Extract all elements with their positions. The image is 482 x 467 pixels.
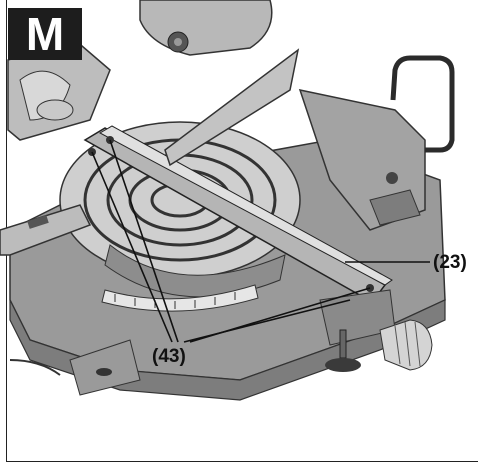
blade-guard <box>139 0 273 56</box>
clamp-knob <box>319 289 433 372</box>
left-extension <box>0 204 92 256</box>
leader-lines <box>91 139 430 343</box>
figure-label: M <box>8 8 82 60</box>
blade-plate <box>164 48 300 167</box>
base-feet <box>9 339 141 396</box>
right-extension <box>298 55 455 231</box>
callout-screws: (43) <box>152 346 186 367</box>
callout-fence: (23) <box>433 252 467 273</box>
